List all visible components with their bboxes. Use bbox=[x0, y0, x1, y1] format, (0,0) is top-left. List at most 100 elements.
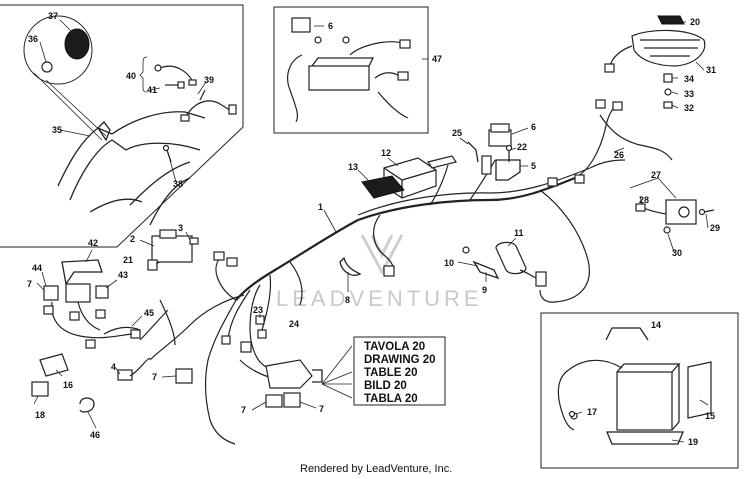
callout-6b: 6 bbox=[531, 122, 536, 132]
callout-5: 5 bbox=[531, 161, 536, 171]
callout-25: 25 bbox=[452, 128, 462, 138]
callout-47: 47 bbox=[432, 54, 442, 64]
note-line-3: TABLE 20 bbox=[364, 367, 417, 379]
part-21-clip bbox=[147, 259, 158, 271]
part-30-washer bbox=[663, 226, 671, 234]
part-8-clip bbox=[339, 256, 362, 276]
part-10-screw bbox=[462, 246, 470, 254]
part-20-pad bbox=[657, 15, 685, 25]
battery-detail-frame-bottom bbox=[540, 312, 739, 469]
part-4-sensor bbox=[117, 357, 151, 381]
callout-44: 44 bbox=[32, 263, 42, 273]
part-6-relay-top bbox=[291, 17, 311, 33]
callout-26: 26 bbox=[614, 150, 624, 160]
callout-17: 17 bbox=[587, 407, 597, 417]
part-6-relay bbox=[488, 123, 512, 147]
callout-7d: 7 bbox=[319, 404, 324, 414]
callout-18: 18 bbox=[35, 410, 45, 420]
part-31-taillight bbox=[604, 29, 706, 73]
watermark-text: LEADVENTURE bbox=[276, 286, 483, 311]
callout-27: 27 bbox=[651, 170, 661, 180]
part-26-harness bbox=[599, 114, 673, 161]
part-46-clip bbox=[79, 397, 95, 413]
part-13-foam-pad bbox=[361, 175, 405, 199]
callout-7b: 7 bbox=[152, 372, 157, 382]
callout-32: 32 bbox=[684, 103, 694, 113]
note-line-2: DRAWING 20 bbox=[364, 354, 436, 366]
part-23-24-connectors bbox=[255, 315, 267, 339]
part-18-connector bbox=[31, 381, 49, 397]
callout-14: 14 bbox=[651, 320, 661, 330]
part-2-relay-box bbox=[151, 229, 193, 263]
callout-29: 29 bbox=[710, 223, 720, 233]
callout-1: 1 bbox=[318, 202, 323, 212]
callout-19: 19 bbox=[688, 437, 698, 447]
cover-15 bbox=[687, 361, 712, 419]
callout-28: 28 bbox=[639, 195, 649, 205]
note-box: TAVOLA 20 DRAWING 20 TABLE 20 BILD 20 TA… bbox=[353, 336, 446, 406]
callout-7a: 7 bbox=[27, 279, 32, 289]
callout-15: 15 bbox=[705, 411, 715, 421]
part-44-connector bbox=[43, 285, 59, 301]
callout-9: 9 bbox=[482, 285, 487, 295]
callout-40: 40 bbox=[126, 71, 136, 81]
callout-13: 13 bbox=[348, 162, 358, 172]
callout-35: 35 bbox=[52, 125, 62, 135]
part-17-screw bbox=[568, 410, 576, 418]
callout-24: 24 bbox=[289, 319, 299, 329]
callout-38: 38 bbox=[173, 179, 183, 189]
part-32-34-hardware bbox=[663, 73, 673, 109]
callout-34: 34 bbox=[684, 74, 694, 84]
callout-4: 4 bbox=[111, 362, 116, 372]
part-5-bracket bbox=[495, 159, 521, 181]
part-27-sensor bbox=[635, 199, 697, 225]
callout-7c: 7 bbox=[241, 405, 246, 415]
main-wiring-harness bbox=[130, 99, 626, 445]
part-45-harness bbox=[103, 326, 141, 335]
starter-motor bbox=[265, 359, 323, 389]
callout-45: 45 bbox=[144, 308, 154, 318]
callout-33: 33 bbox=[684, 89, 694, 99]
battery-19 bbox=[616, 371, 673, 431]
callout-30: 30 bbox=[672, 248, 682, 258]
callout-39: 39 bbox=[204, 75, 214, 85]
inset-headlight-frame bbox=[0, 4, 244, 248]
part-37-grommet bbox=[64, 28, 90, 60]
battery-detail-frame-47 bbox=[273, 6, 429, 134]
battery-sketch bbox=[308, 65, 370, 91]
footer-credit: Rendered by LeadVenture, Inc. bbox=[300, 463, 452, 475]
part-29-screw bbox=[698, 208, 715, 216]
callout-46: 46 bbox=[90, 430, 100, 440]
callout-labels: 1 2 3 4 5 6 6 7 7 7 7 8 9 10 11 12 13 14… bbox=[27, 11, 720, 447]
watermark: LEADVENTURE bbox=[276, 234, 483, 311]
callout-6a: 6 bbox=[328, 21, 333, 31]
part-42-bracket bbox=[61, 259, 103, 286]
callout-16: 16 bbox=[63, 380, 73, 390]
callout-21: 21 bbox=[123, 255, 133, 265]
callout-43: 43 bbox=[118, 270, 128, 280]
part-36-bulb bbox=[41, 61, 53, 73]
callout-11: 11 bbox=[514, 228, 524, 238]
callout-12: 12 bbox=[381, 148, 391, 158]
note-line-1: TAVOLA 20 bbox=[364, 341, 425, 353]
part-16-bracket bbox=[39, 353, 69, 377]
part-3-fuse bbox=[189, 237, 199, 245]
part-7-connectors bbox=[175, 368, 301, 408]
leader-lines bbox=[33, 19, 709, 443]
part-11-flasher bbox=[495, 241, 547, 287]
callout-42: 42 bbox=[88, 238, 98, 248]
callout-10: 10 bbox=[444, 258, 454, 268]
callout-2: 2 bbox=[130, 234, 135, 244]
callout-20: 20 bbox=[690, 17, 700, 27]
note-line-5: TABLA 20 bbox=[364, 393, 418, 405]
callout-37: 37 bbox=[48, 11, 58, 21]
callout-31: 31 bbox=[706, 65, 716, 75]
callout-36: 36 bbox=[28, 34, 38, 44]
part-25-bracket bbox=[467, 141, 492, 175]
note-line-4: BILD 20 bbox=[364, 380, 407, 392]
callout-3: 3 bbox=[178, 223, 183, 233]
part-9-bracket bbox=[472, 260, 500, 280]
callout-23: 23 bbox=[253, 305, 263, 315]
part-22-screw bbox=[505, 144, 513, 162]
